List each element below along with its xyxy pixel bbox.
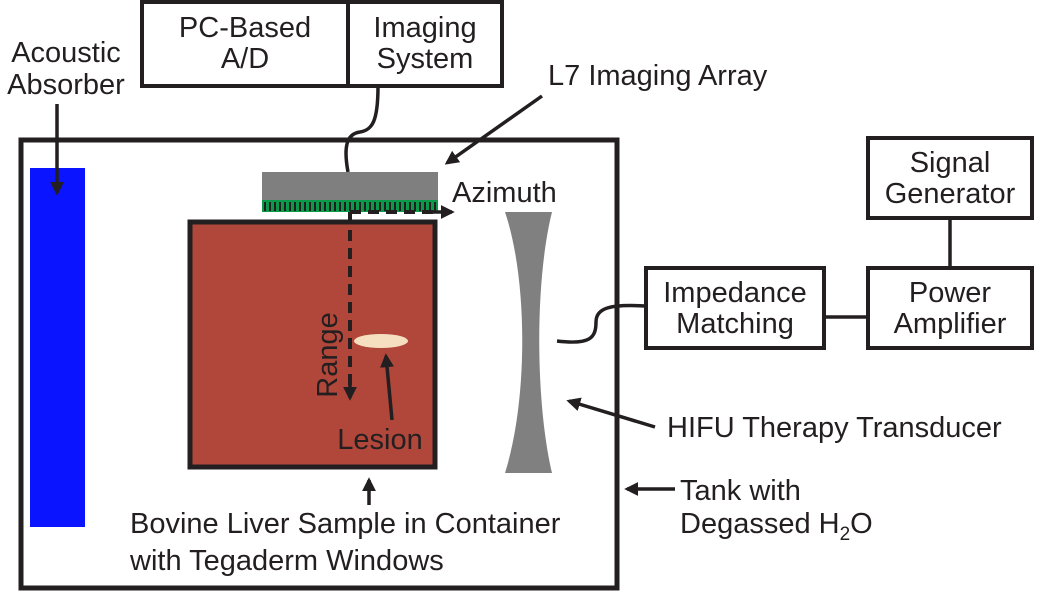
l7-array-label: L7 Imaging Array [548,60,768,92]
tank [18,137,620,591]
pc-ad-label-line2: A/D [221,43,269,75]
imaging-system-label-line1: Imaging [373,12,476,44]
tank-label-end: O [850,508,873,540]
hifu-label: HIFU Therapy Transducer [667,412,1002,444]
acoustic-absorber-label-line2: Absorber [7,69,125,101]
acoustic-absorber [30,168,85,527]
hifu-arrow [566,397,656,429]
power-amplifier-label-line1: Power [909,277,992,309]
imaging-array-body [262,172,438,200]
pc-ad-box [140,0,350,88]
imaging-array-element-ticks [264,202,436,211]
power-amplifier-box [866,266,1034,350]
tank-label-line1: Tank with [680,475,801,507]
liver-label-line1: Bovine Liver Sample in Container [130,508,561,540]
imaging-system-box [346,0,504,88]
tank-label-subscript: 2 [840,524,851,545]
tank-label-main: Degassed H [680,508,840,540]
lesion-label: Lesion [337,424,422,456]
pc-ad-label-line1: PC-Based [179,12,311,44]
azimuth-label: Azimuth [452,177,557,209]
signal-generator-box [866,136,1034,220]
liver-label-line2: with Tegaderm Windows [129,545,444,577]
imaging-cable [344,85,380,173]
imaging-system-label-line2: System [377,43,474,75]
signal-generator-label-line1: Signal [910,147,991,179]
impedance-matching-label-line1: Impedance [663,277,807,309]
power-amplifier-label-line2: Amplifier [894,308,1007,340]
lesion [354,334,408,348]
impedance-matching-label-line2: Matching [676,308,794,340]
signal-generator-label-line2: Generator [885,178,1016,210]
lesion-arrow [380,353,395,421]
hifu-transducer [505,212,552,473]
l7-array-arrow [444,94,544,165]
transducer-cable [556,303,646,344]
range-label: Range [312,312,344,397]
acoustic-absorber-label-line1: Acoustic [11,37,121,69]
tank-label-line2: Degassed H2O [680,508,873,545]
impedance-matching-box [644,266,826,350]
